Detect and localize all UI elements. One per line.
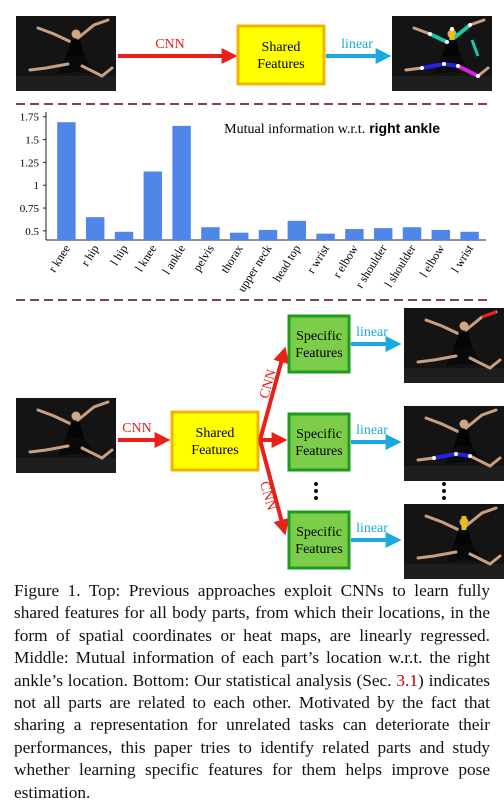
bottom-input-image (14, 396, 118, 475)
svg-text:Specific: Specific (296, 525, 342, 540)
top-shared-features-box (236, 24, 326, 86)
linear-label-3: linear (356, 521, 388, 536)
caption-text-1: Figure 1. Top: Previous approaches explo… (14, 581, 490, 690)
linear-label-1: linear (356, 325, 388, 340)
x-tick-label: l hip (107, 242, 130, 268)
output-image-2 (402, 404, 504, 483)
bar-head-top (287, 220, 307, 240)
chart-title: Mutual information w.r.t. right ankle (224, 120, 440, 137)
bar-pelvis (201, 227, 220, 240)
bar-l-elbow (431, 229, 451, 240)
x-tick-label: r wrist (304, 242, 333, 276)
svg-text:Features: Features (295, 542, 342, 557)
y-tick-label: 1.25 (20, 157, 40, 169)
top-shared-label-line1: Shared (262, 40, 301, 55)
bar-r-hip (85, 217, 105, 240)
figure-1: CNN Shared Features linear (14, 14, 504, 580)
bar-r-elbow (345, 229, 364, 240)
chart-title-bold: right ankle (369, 120, 440, 136)
top-input-image (14, 14, 118, 93)
svg-text:Specific: Specific (296, 329, 342, 344)
x-tick-label: l elbow (417, 242, 448, 280)
bar-r-shoulder (373, 228, 393, 240)
bottom-panel: CNN Shared Features CNN CNN Specific Fea… (14, 306, 504, 580)
bar-l-knee (143, 171, 163, 240)
pose-part-legs (432, 452, 472, 460)
x-tick-label: l wrist (448, 242, 476, 276)
bar-l-ankle (172, 125, 191, 240)
specific-features-box-2: Specific Features (287, 412, 351, 472)
ellipsis-middle (314, 482, 318, 500)
specific-features-box-1: Specific Features (287, 314, 351, 374)
specific-features-box-3: Specific Features (287, 510, 351, 570)
x-tick-label: r hip (78, 242, 102, 268)
x-tick-label: l ankle (159, 242, 188, 277)
svg-text:Features: Features (295, 346, 342, 361)
y-tick-label: 1 (34, 180, 40, 192)
pose-skeleton-full (420, 23, 480, 78)
bar-l-hip (114, 231, 134, 240)
top-panel: CNN Shared Features linear (14, 14, 494, 93)
bar-r-knee (57, 122, 76, 240)
top-shared-label-line2: Features (257, 57, 304, 72)
chart-y-ticks: 0.5 0.75 1 1.25 1.5 1.75 (20, 112, 46, 238)
bottom-shared-label-line2: Features (191, 443, 238, 458)
svg-text:Specific: Specific (296, 427, 342, 442)
branch-arrow-down (258, 439, 290, 536)
x-tick-label: r elbow (330, 242, 361, 281)
y-tick-label: 0.5 (25, 226, 39, 238)
bar-r-wrist (316, 233, 335, 240)
top-output-image (390, 14, 494, 93)
branch-arrow-up (258, 346, 289, 441)
x-tick-label: pelvis (190, 242, 217, 274)
bar-l-wrist (460, 231, 479, 240)
chart-bars (57, 122, 479, 240)
linear-label-2: linear (356, 423, 388, 438)
pose-part-arm (481, 310, 497, 319)
caption-text-2: ) indicates not all parts are related to… (14, 670, 490, 802)
bottom-shared-label-line1: Shared (196, 426, 235, 441)
y-tick-label: 1.5 (25, 135, 39, 147)
y-tick-label: 1.75 (20, 112, 40, 124)
branch-cnn-label-down: CNN (256, 480, 279, 513)
bar-thorax (229, 232, 249, 240)
output-image-1 (402, 306, 504, 385)
x-tick-label: r knee (45, 242, 73, 275)
x-tick-label: l knee (132, 242, 159, 274)
x-tick-label: head top (270, 242, 304, 284)
top-cnn-label: CNN (155, 37, 185, 52)
x-tick-label: thorax (218, 242, 246, 275)
bar-upper-neck (258, 229, 278, 240)
svg-text:Features: Features (295, 444, 342, 459)
mutual-information-chart: Mutual information w.r.t. right ankle 0.5… (20, 112, 486, 295)
bottom-cnn-label: CNN (122, 421, 152, 436)
bottom-shared-features-box (170, 410, 260, 472)
ellipsis-right (442, 482, 446, 500)
top-linear-label: linear (341, 37, 373, 52)
chart-title-prefix: Mutual information w.r.t. (224, 122, 365, 137)
figure-caption: Figure 1. Top: Previous approaches explo… (14, 580, 490, 804)
y-tick-label: 0.75 (20, 203, 40, 215)
bar-l-shoulder (402, 227, 422, 240)
section-reference-link[interactable]: 3.1 (396, 670, 418, 690)
output-image-3 (402, 502, 504, 580)
